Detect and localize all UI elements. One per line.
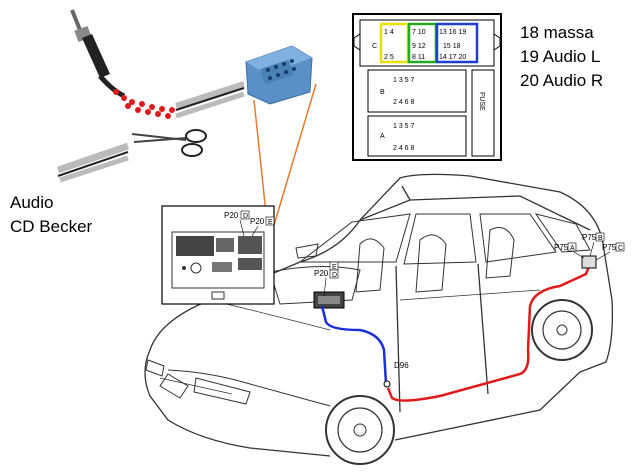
jack-plug (70, 9, 126, 99)
inset-p20e-label: P20 (250, 217, 265, 226)
car-p75c-label: P75 (602, 243, 617, 252)
blue-pins-bottom: 14 17 20 (439, 54, 466, 61)
yellow-pins-top: 1 4 (384, 29, 394, 36)
p75-labels: P75 B P75 A P75 C (554, 232, 625, 261)
block-a-row-bottom: 2 4 6 8 (393, 145, 415, 152)
inset-badge-e: E (268, 219, 273, 226)
d96-connector (383, 380, 391, 388)
legend-line-2: 19 Audio L (520, 47, 600, 66)
block-b-row-top: 1 3 5 7 (393, 77, 415, 84)
car-p75b-badge: B (598, 235, 603, 242)
legend-line-3: 20 Audio R (520, 71, 603, 90)
scissors-icon (131, 129, 207, 157)
cable-to-plug (175, 81, 245, 119)
block-b-letter: B (380, 89, 385, 96)
p75-connector (581, 255, 597, 269)
connector-pinout: C 1 4 2 5 7 10 9 12 8 11 13 16 19 15 18 … (352, 13, 502, 161)
car-d96-label: D96 (394, 361, 409, 370)
blue-pins-mid: 15 18 (443, 43, 461, 50)
red-wire (386, 263, 592, 402)
car-p75b-label: P75 (582, 233, 597, 242)
car-p75c-badge: C (618, 245, 623, 252)
cut-wire-left (56, 142, 130, 183)
green-pins-top: 7 10 (412, 29, 426, 36)
car-p75a-label: P75 (554, 243, 569, 252)
inset-p20d-label: P20 (224, 211, 239, 220)
radio-unit-in-dash (313, 291, 345, 309)
car-p20-badge-e: E (332, 264, 337, 271)
car-p20-badge-d: D (332, 272, 337, 279)
fuse-label: FUSE (478, 92, 485, 111)
blue-pins-top: 13 16 19 (439, 29, 466, 36)
blue-iso-plug (245, 45, 313, 105)
block-a-letter: A (380, 133, 385, 140)
green-pins-bottom: 8 11 (412, 54, 425, 61)
blue-wire (320, 305, 388, 385)
car-p75a-badge: A (570, 245, 575, 252)
car-p20-label: P20 (314, 269, 329, 278)
inset-badge-d: D (243, 213, 248, 220)
p20-labels: E P20 D (314, 261, 339, 297)
leader-line-right (271, 83, 317, 233)
block-c-letter: C (372, 43, 377, 50)
legend-line-1: 18 massa (520, 23, 594, 42)
green-pins-mid: 9 12 (412, 43, 426, 50)
radio-label-line-2: CD Becker (10, 217, 93, 236)
red-dotted-wire (113, 89, 175, 119)
radio-rear-inset: P20 D P20 E (161, 205, 275, 305)
block-b-row-bottom: 2 4 6 8 (393, 99, 415, 106)
yellow-pins-bottom: 2 5 (384, 54, 394, 61)
radio-label-line-1: Audio (10, 193, 53, 212)
block-a-row-top: 1 3 5 7 (393, 123, 415, 130)
